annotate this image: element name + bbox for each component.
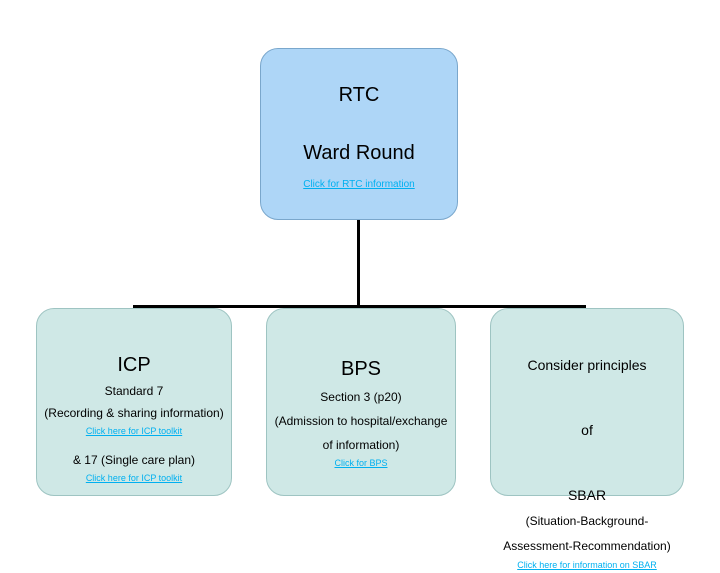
- link-icp-toolkit-1[interactable]: Click here for ICP toolkit: [85, 426, 183, 436]
- link-rtc-information[interactable]: Click for RTC information: [303, 179, 415, 190]
- link-icp-toolkit-2[interactable]: Click here for ICP toolkit: [85, 473, 183, 483]
- diagram-canvas: RTC Ward Round Click for RTC information…: [36, 48, 684, 570]
- link-bps[interactable]: Click for BPS: [334, 458, 388, 468]
- node-sbar-title-line3: SBAR: [567, 487, 607, 503]
- node-sbar-line2: Assessment-Recommendation): [503, 539, 671, 553]
- node-bps-line3: of information): [322, 438, 400, 452]
- node-bps[interactable]: BPS Section 3 (p20) (Admission to hospit…: [266, 308, 456, 496]
- connector-horizontal-bus: [133, 305, 586, 308]
- node-bps-title: BPS: [340, 358, 382, 380]
- connector-vertical-trunk: [357, 220, 360, 308]
- node-icp-line2: (Recording & sharing information): [44, 406, 224, 420]
- node-rtc-title-line1: RTC: [338, 84, 380, 106]
- node-sbar-line1: (Situation-Background-: [525, 514, 649, 528]
- link-sbar-information[interactable]: Click here for information on SBAR: [517, 560, 657, 570]
- node-icp-line1: Standard 7: [104, 384, 164, 398]
- node-bps-line1: Section 3 (p20): [320, 390, 402, 404]
- node-icp-line3: & 17 (Single care plan): [72, 453, 196, 467]
- node-sbar-title-line1: Consider principles: [527, 357, 647, 373]
- node-rtc-title-line2: Ward Round: [303, 142, 415, 164]
- node-sbar-title-line2: of: [581, 422, 593, 438]
- node-icp[interactable]: ICP Standard 7 (Recording & sharing info…: [36, 308, 232, 496]
- node-icp-title: ICP: [117, 354, 151, 376]
- node-sbar[interactable]: Consider principles of SBAR (Situation-B…: [490, 308, 684, 570]
- node-bps-line2: (Admission to hospital/exchange: [274, 414, 448, 428]
- node-rtc-ward-round[interactable]: RTC Ward Round Click for RTC information: [260, 48, 458, 220]
